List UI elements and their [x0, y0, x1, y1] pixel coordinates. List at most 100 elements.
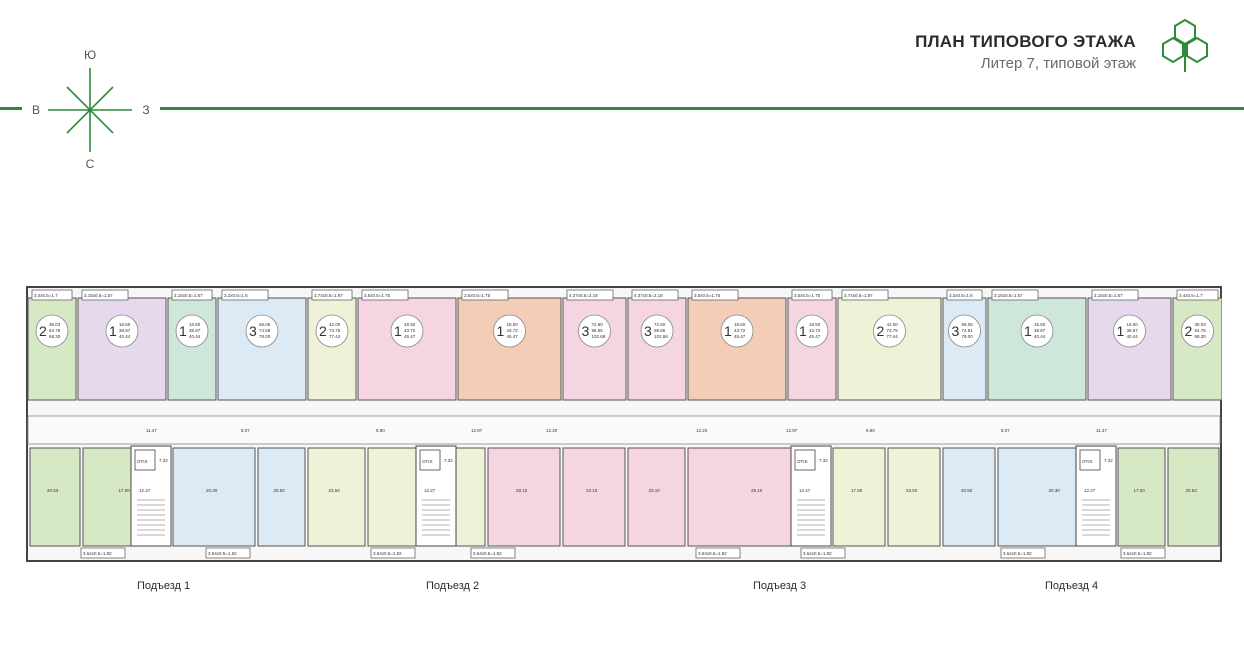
apartment-area-total-5: 73.75 — [329, 328, 341, 333]
apartment-area-total-1: 64.78 — [49, 328, 61, 333]
lift-area-4: 7.32 — [1104, 458, 1113, 463]
apartment-badge-1 — [35, 314, 69, 348]
apartment-top-6 — [357, 297, 457, 401]
balcony-top-7 — [461, 289, 509, 301]
apartment-area-total-2: 38.87 — [119, 328, 131, 333]
balcony-top-label-6: 3.5x0.5=1.75 — [364, 293, 391, 298]
corridor-area-9: 8.07 — [1001, 428, 1010, 433]
apartment-area-total-9: 98.65 — [654, 328, 666, 333]
apartment-area-total-4: 74.58 — [259, 328, 271, 333]
lift-area-2: 7.32 — [444, 458, 453, 463]
balcony-top-4 — [221, 289, 269, 301]
room-bottom-area-1: 20.53 — [47, 488, 59, 493]
balcony-bottom-4 — [470, 547, 516, 559]
balcony-top-label-1: 3.4x0.5=1.7 — [34, 293, 58, 298]
apartment-area-full-9: 102.68 — [654, 334, 668, 339]
lift-text-2: OTIS — [422, 459, 433, 464]
balcony-bottom-label-7: 3.64x0.5=1.82 — [1003, 551, 1032, 556]
apartment-badge-10 — [720, 314, 754, 348]
apartment-top-14 — [987, 297, 1087, 401]
compass-north: Ю — [84, 48, 96, 62]
apartment-area-living-5: 42.00 — [329, 322, 341, 327]
lift-area-3: 7.32 — [819, 458, 828, 463]
apartment-rooms-14: 1 — [1024, 323, 1032, 339]
apartment-area-full-15: 40.44 — [1127, 334, 1139, 339]
apartment-rooms-3: 1 — [179, 323, 187, 339]
apartment-badge-7 — [493, 314, 526, 348]
balcony-top-13 — [946, 289, 983, 301]
room-bottom-area-4: 20.50 — [274, 488, 286, 493]
room-bottom-area-8: 23.10 — [586, 488, 598, 493]
brand-logo-icon — [1160, 18, 1210, 74]
entrance-label-4: Подъезд 4 — [1045, 580, 1099, 592]
apartment-area-full-2: 40.44 — [119, 334, 131, 339]
apartment-area-living-10: 18.50 — [734, 322, 746, 327]
apartment-badge-6 — [390, 314, 424, 348]
room-bottom-area-2: 17.00 — [119, 488, 131, 493]
apartment-top-5 — [307, 297, 357, 401]
apartment-badge-5 — [315, 314, 349, 348]
balcony-top-3 — [171, 289, 213, 301]
balcony-bottom-label-6: 3.64x0.5=1.82 — [803, 551, 832, 556]
apartment-bottom-3 — [172, 447, 256, 547]
apartment-top-1 — [27, 297, 77, 401]
apartment-area-full-13: 78.00 — [962, 334, 974, 339]
entrance-label-1: Подъезд 1 — [137, 580, 191, 592]
apartment-top-11 — [787, 297, 837, 401]
corridor-area-5: 12.20 — [546, 428, 558, 433]
apartment-area-living-7: 18.50 — [507, 322, 519, 327]
apartment-area-total-13: 74.51 — [962, 328, 974, 333]
corridor-area-1: 11.47 — [146, 428, 157, 433]
lift-4 — [1079, 449, 1101, 471]
apartment-area-total-6: 43.72 — [404, 328, 416, 333]
apartment-area-living-4: 56.06 — [259, 322, 271, 327]
apartment-badge-14 — [1020, 314, 1054, 348]
balcony-top-label-7: 3.5x0.5=1.75 — [464, 293, 491, 298]
apartment-area-living-9: 72.50 — [654, 322, 666, 327]
balcony-top-2 — [81, 289, 129, 301]
apartment-top-13 — [942, 297, 987, 401]
apartment-bottom-9 — [627, 447, 686, 547]
balcony-top-1 — [31, 289, 73, 301]
page-title: ПЛАН ТИПОВОГО ЭТАЖА — [915, 32, 1136, 51]
apartment-rooms-15: 1 — [1117, 323, 1125, 339]
apartment-rooms-5: 2 — [319, 323, 327, 339]
room-bottom-area-10: 28.10 — [751, 488, 763, 493]
apartment-area-living-14: 16.50 — [1034, 322, 1046, 327]
apartment-rooms-10: 1 — [724, 323, 732, 339]
room-bottom-area-14: 20.30 — [1049, 488, 1061, 493]
page-subtitle: Литер 7, типовой этаж — [980, 55, 1136, 72]
apartment-area-total-11: 43.72 — [809, 328, 821, 333]
balcony-bottom-label-5: 3.64x0.5=1.82 — [698, 551, 727, 556]
balcony-top-label-10: 3.5x0.5=1.75 — [694, 293, 721, 298]
room-bottom-area-12: 23.50 — [906, 488, 918, 493]
room-bottom-area-16: 20.53 — [1186, 488, 1198, 493]
apartment-bottom-8 — [562, 447, 626, 547]
balcony-top-label-9: 4.37x0.5=2.18 — [634, 293, 663, 298]
balcony-bottom-3 — [370, 547, 416, 559]
apartment-rooms-8: 3 — [582, 323, 590, 339]
apartment-badge-11 — [795, 314, 829, 348]
balcony-top-label-3: 3.15x0.5=1.57 — [174, 293, 203, 298]
apartment-area-full-4: 78.00 — [259, 334, 271, 339]
balcony-top-14 — [991, 289, 1039, 301]
apartment-area-full-8: 102.68 — [592, 334, 606, 339]
apartment-area-full-7: 45.47 — [507, 334, 519, 339]
balcony-top-label-8: 4.37x0.5=2.18 — [569, 293, 598, 298]
apartment-badge-12 — [873, 314, 906, 348]
balcony-top-8 — [566, 289, 614, 301]
balcony-bottom-label-2: 3.64x0.5=1.82 — [208, 551, 237, 556]
apartment-top-9 — [627, 297, 687, 401]
corridor-area-4: 12.97 — [471, 428, 483, 433]
apartment-top-12 — [837, 297, 942, 401]
compass-rose: Ю В З С — [0, 40, 160, 180]
balcony-top-label-15: 3.15x0.5=1.57 — [1094, 293, 1123, 298]
compass-west: В — [32, 103, 40, 117]
corridor-area-10: 11.47 — [1096, 428, 1107, 433]
apartment-area-total-7: 43.72 — [507, 328, 519, 333]
page-title-block: ПЛАН ТИПОВОГО ЭТАЖА Литер 7, типовой эта… — [915, 32, 1136, 72]
apartment-area-living-12: 42.00 — [887, 322, 899, 327]
apartment-bottom-11 — [832, 447, 886, 547]
corridor-area-6: 12.20 — [696, 428, 708, 433]
corridor-area-2: 8.07 — [241, 428, 250, 433]
